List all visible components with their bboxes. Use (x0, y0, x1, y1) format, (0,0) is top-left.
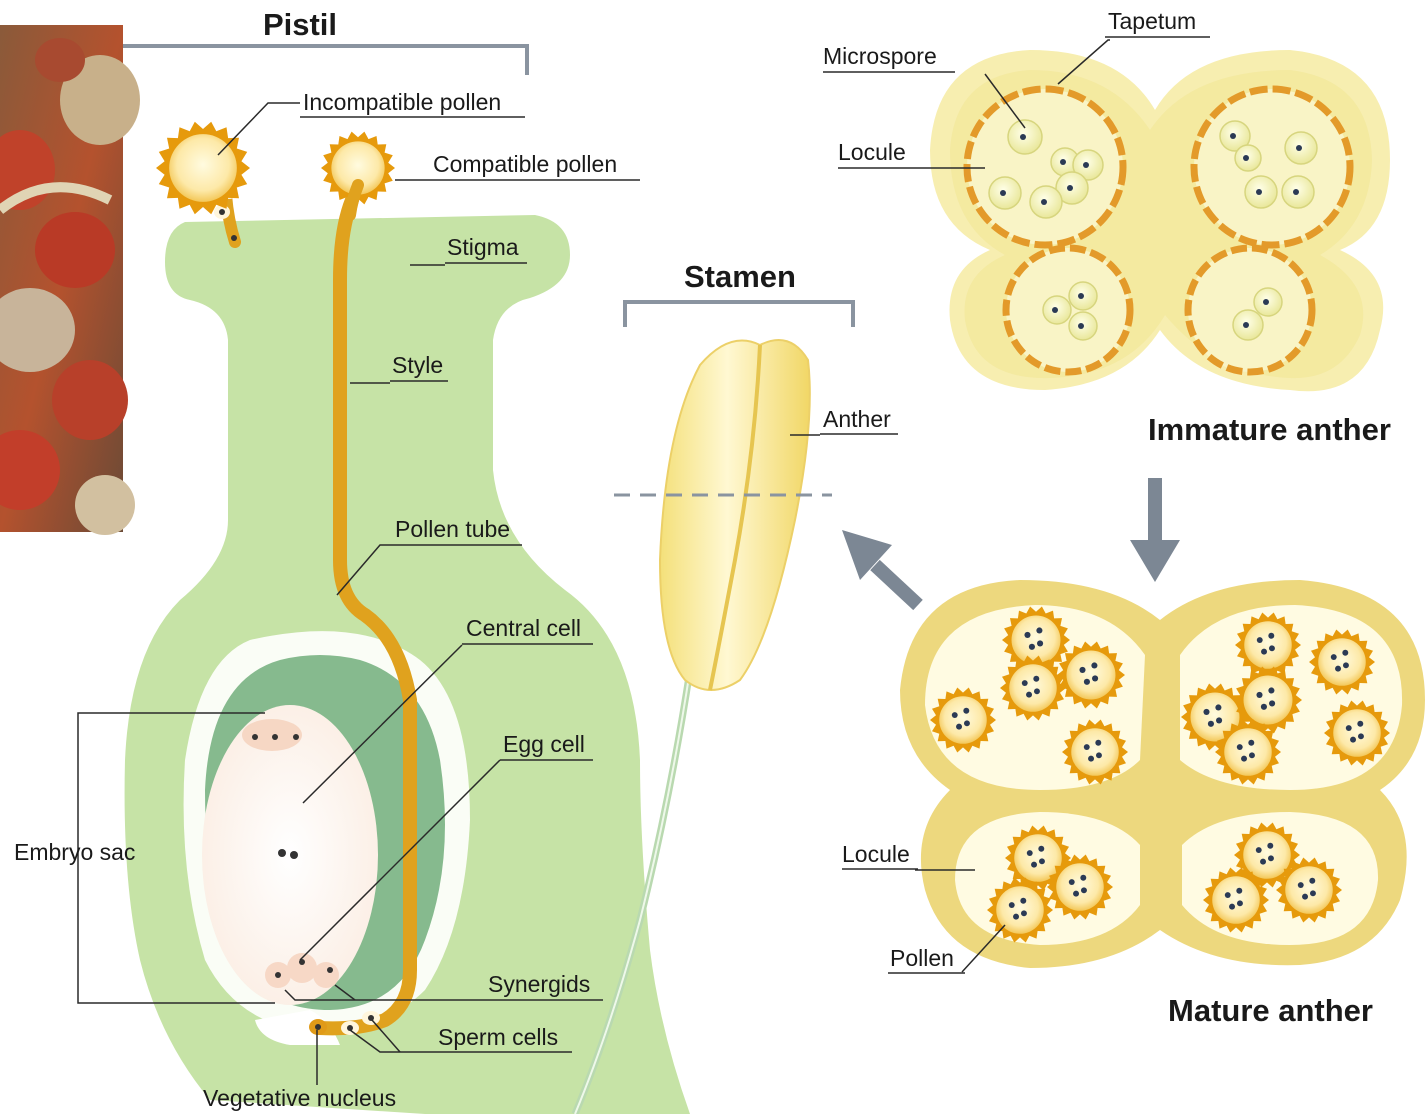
microspore (1030, 186, 1062, 218)
pollen-sem-photo (0, 25, 140, 535)
label-incompatible-pollen: Incompatible pollen (303, 89, 501, 115)
stamen-bracket (625, 302, 853, 327)
mature-anther-title: Mature anther (1168, 993, 1373, 1028)
arrow-up-left-icon (842, 530, 918, 605)
microspore (1235, 145, 1261, 171)
label-compatible-pollen: Compatible pollen (433, 151, 617, 177)
microspore (1069, 312, 1097, 340)
arrow-down-icon (1130, 478, 1180, 582)
pistil-title: Pistil (263, 7, 337, 42)
label-central-cell: Central cell (466, 615, 581, 641)
stamen-title: Stamen (684, 259, 796, 294)
label-stigma: Stigma (447, 234, 519, 260)
microspore (1245, 176, 1277, 208)
label-vegetative-nucleus: Vegetative nucleus (203, 1085, 396, 1111)
label-synergids: Synergids (488, 971, 590, 997)
label-egg-cell: Egg cell (503, 731, 585, 757)
microspore (1233, 310, 1263, 340)
label-pollen: Pollen (890, 945, 954, 971)
microspore (1282, 176, 1314, 208)
pistil-bracket (123, 46, 527, 75)
microspore (1285, 132, 1317, 164)
microspore (1043, 296, 1071, 324)
microspore (989, 177, 1021, 209)
label-tapetum: Tapetum (1108, 8, 1196, 34)
label-embryo-sac: Embryo sac (14, 839, 135, 865)
microspore (1254, 288, 1282, 316)
label-pollen-tube: Pollen tube (395, 516, 510, 542)
label-style: Style (392, 352, 443, 378)
label-locule-mature: Locule (842, 841, 910, 867)
immature-anther-title: Immature anther (1148, 412, 1391, 447)
mature-anther (900, 580, 1425, 968)
label-locule-immature: Locule (838, 139, 906, 165)
label-microspore: Microspore (823, 43, 937, 69)
label-sperm-cells: Sperm cells (438, 1024, 558, 1050)
immature-anther (930, 50, 1390, 391)
label-anther: Anther (823, 406, 891, 432)
microspore (1008, 120, 1042, 154)
microspore (1069, 282, 1097, 310)
stigma-pollen (156, 122, 395, 215)
